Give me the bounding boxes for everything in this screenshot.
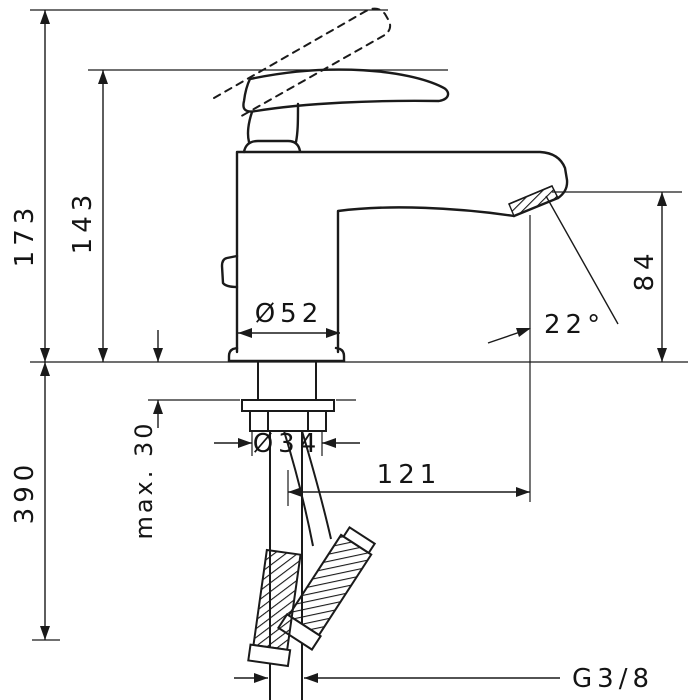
handle-raised-dashed xyxy=(213,7,392,119)
dimension-lines xyxy=(44,10,663,679)
arrow-d52-right xyxy=(326,328,340,338)
base-flange-right xyxy=(334,346,346,363)
arrow-g38-left xyxy=(254,673,268,683)
arrow-121-left xyxy=(288,487,302,497)
arrow-d34-left xyxy=(238,438,252,448)
arrow-173-top xyxy=(40,10,50,24)
supply-hoses xyxy=(247,430,377,700)
label-max-30: max. 30 xyxy=(130,420,158,539)
dimension-labels: 173 143 390 max. 30 84 Ø52 Ø34 121 22° G… xyxy=(10,190,660,694)
body-and-spout-top xyxy=(235,150,569,354)
mounting-washer xyxy=(241,399,335,412)
handle-neck-right xyxy=(294,102,300,144)
label-g38: G3/8 xyxy=(572,664,654,694)
arrow-390-bottom xyxy=(40,626,50,640)
aerator-hatched-band xyxy=(508,185,559,217)
arrow-143-bottom xyxy=(98,348,108,362)
label-84: 84 xyxy=(630,248,660,291)
label-22deg: 22° xyxy=(544,310,605,340)
mounting-hardware xyxy=(241,362,335,432)
cartridge-cap xyxy=(242,139,302,154)
braided-hose-b xyxy=(247,548,302,668)
popup-rod-tab xyxy=(220,254,239,289)
extension-lines xyxy=(30,9,688,641)
hose-a-curve-1 xyxy=(283,430,314,547)
label-143: 143 xyxy=(68,190,98,255)
arrow-173-bottom xyxy=(40,348,50,362)
arrow-121-right xyxy=(516,487,530,497)
arrow-84-bottom xyxy=(657,348,667,362)
fitting-a-top xyxy=(342,525,377,555)
fitting-b-bottom xyxy=(247,643,292,668)
angle-reference-line xyxy=(545,195,619,325)
label-d52: Ø52 xyxy=(255,299,324,329)
spout-underside xyxy=(336,206,516,354)
base-flange-left xyxy=(227,346,239,363)
arrow-max30-down xyxy=(153,348,163,362)
label-d34: Ø34 xyxy=(253,429,322,459)
arrowheads xyxy=(40,10,667,683)
arrow-22deg-leader xyxy=(516,328,531,337)
arrow-84-top xyxy=(657,192,667,206)
label-390: 390 xyxy=(10,460,40,525)
arrow-143-top xyxy=(98,70,108,84)
handle-neck-left xyxy=(246,110,254,144)
handle-lever xyxy=(242,68,450,113)
mounting-nut xyxy=(249,410,327,432)
arrow-max30-up xyxy=(153,400,163,414)
arrow-d52-left xyxy=(238,328,252,338)
label-121: 121 xyxy=(377,460,442,490)
arrow-g38-right xyxy=(304,673,318,683)
arrow-390-top xyxy=(40,362,50,376)
arrow-d34-right xyxy=(322,438,336,448)
hose-a-curve-2 xyxy=(301,430,332,540)
faucet-outline xyxy=(213,7,569,363)
label-173: 173 xyxy=(10,203,40,268)
